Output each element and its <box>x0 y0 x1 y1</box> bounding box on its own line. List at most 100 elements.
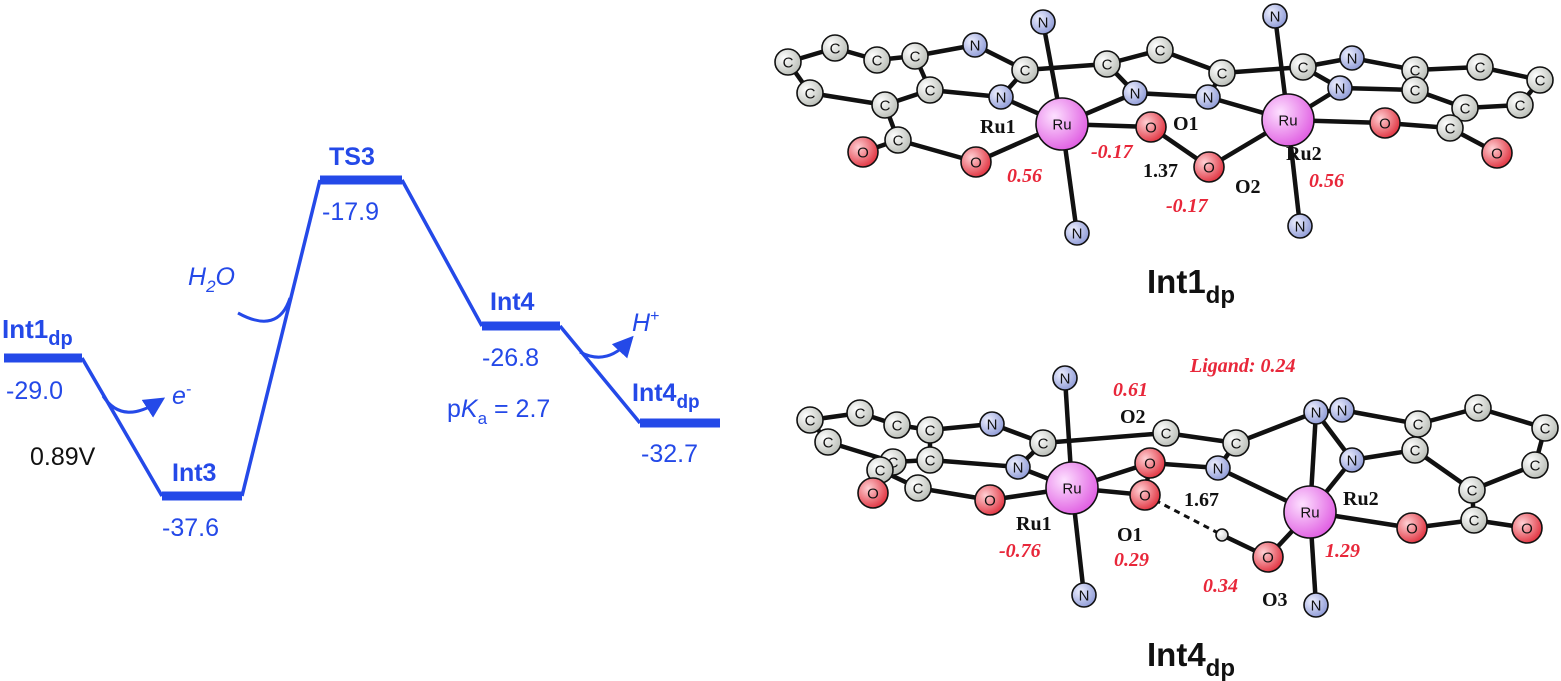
int4dp-atom-c17: C <box>1401 436 1429 464</box>
svg-text:N: N <box>996 90 1007 107</box>
svg-text:N: N <box>1270 9 1281 26</box>
spin-o3-bottom: 0.34 <box>1203 575 1238 597</box>
int1dp-atom-na1: N <box>1030 9 1056 35</box>
int4dp-atom-c13: C <box>1404 410 1432 438</box>
int1dp-atom-c5: C <box>901 42 929 70</box>
svg-text:C: C <box>830 41 841 58</box>
svg-text:N: N <box>1347 453 1358 470</box>
int4dp-atom-o4a: O <box>1511 512 1543 544</box>
level-name-ts3: TS3 <box>329 143 375 171</box>
level-name-int4: Int4 <box>490 288 535 316</box>
label-hbond-bottom: 1.67 <box>1184 489 1219 511</box>
int4dp-atom-n3: N <box>1205 455 1231 481</box>
label-ru2-top: Ru2 <box>1286 143 1322 165</box>
svg-text:N: N <box>1335 81 1346 98</box>
svg-text:C: C <box>872 53 883 70</box>
spin-ru2-bottom: 1.29 <box>1325 540 1360 562</box>
int4dp-atom-c8: C <box>904 474 932 502</box>
int1dp-atom-c17: C <box>1506 91 1534 119</box>
int1dp-atom-nb1: N <box>1262 3 1288 29</box>
int1dp-atom-n3: N <box>1122 80 1148 106</box>
int1dp-atom-c19: C <box>1451 94 1479 122</box>
svg-text:N: N <box>970 38 981 55</box>
int4dp-atom-c9: C <box>866 456 894 484</box>
level-name-int4dp: Int4dp <box>632 379 700 413</box>
int1dp-atom-c16: C <box>1526 66 1554 94</box>
int1dp-atom-n4: N <box>1195 84 1221 110</box>
svg-text:C: C <box>1217 66 1228 83</box>
int1dp-atom-c4: C <box>863 46 891 74</box>
svg-text:C: C <box>1475 60 1486 77</box>
int1dp-atom-c1: C <box>774 48 802 76</box>
int1dp-atom-c12: C <box>1208 59 1236 87</box>
title-int4dp: Int4dp <box>1147 636 1235 681</box>
svg-text:O: O <box>984 493 996 510</box>
svg-text:C: C <box>1515 98 1526 115</box>
svg-text:C: C <box>1530 458 1541 475</box>
int1dp-atom-c7: C <box>871 91 899 119</box>
spin-o1-bottom: 0.29 <box>1114 549 1149 571</box>
proton-arrow <box>579 335 634 359</box>
svg-text:O: O <box>1406 521 1418 538</box>
svg-text:C: C <box>910 49 921 66</box>
molecule-int1dp-labels: Ru1 Ru2 O1 O2 1.37 0.56 0.56 -0.17 -0.17… <box>980 113 1344 309</box>
svg-text:N: N <box>1311 405 1322 422</box>
int1dp-atom-c8: C <box>884 126 912 154</box>
int4dp-bond-14 <box>929 457 1019 470</box>
svg-text:C: C <box>1535 73 1546 90</box>
svg-text:C: C <box>1161 426 1172 443</box>
int4dp-atom-n4: N <box>1329 397 1355 423</box>
svg-text:C: C <box>1540 421 1551 438</box>
svg-text:O: O <box>1379 116 1391 133</box>
svg-text:C: C <box>1020 63 1031 80</box>
proton-label: H+ <box>632 308 659 337</box>
int4dp-atom-n2: N <box>1005 454 1031 480</box>
label-ru1-top: Ru1 <box>980 116 1016 138</box>
level-value-int4: -26.8 <box>482 344 539 372</box>
svg-text:O: O <box>857 145 869 162</box>
svg-text:C: C <box>855 406 866 423</box>
svg-text:C: C <box>1410 63 1421 80</box>
int4dp-atom-o2a: O <box>974 484 1006 516</box>
svg-text:C: C <box>1231 436 1242 453</box>
spin-ru1-top: 0.56 <box>1007 165 1042 187</box>
svg-text:C: C <box>805 413 816 430</box>
water-label: H2O <box>188 263 235 296</box>
int1dp-atom-c18: C <box>1401 76 1429 104</box>
label-bond-oo-top: 1.37 <box>1143 160 1178 182</box>
int4dp-atom-c11: C <box>1152 419 1180 447</box>
svg-text:C: C <box>888 455 899 472</box>
energy-profile: Int1dp Int3 TS3 Int4 Int4dp -29.0 -37.6 … <box>2 143 720 542</box>
int1dp-atom-c6: C <box>916 76 944 104</box>
svg-text:N: N <box>1213 461 1224 478</box>
connector-int3-ts3 <box>240 179 322 497</box>
svg-text:O: O <box>1203 160 1215 177</box>
int4dp-atom-c10: C <box>1029 429 1057 457</box>
pka-label: pKa = 2.7 <box>447 395 550 428</box>
svg-text:C: C <box>893 133 904 150</box>
svg-text:N: N <box>987 417 998 434</box>
svg-text:C: C <box>783 55 794 72</box>
label-o2-bottom: O2 <box>1120 406 1146 428</box>
int4dp-atom-c16: C <box>1521 451 1549 479</box>
int4dp-atom-c19: C <box>1460 506 1488 534</box>
svg-text:C: C <box>823 435 834 452</box>
svg-text:O: O <box>970 155 982 172</box>
spin-o2-bottom: 0.61 <box>1113 379 1148 401</box>
svg-text:N: N <box>1130 86 1141 103</box>
int4dp-atom-nb2: N <box>1303 592 1329 618</box>
int1dp-atom-c3: C <box>821 34 849 62</box>
int1dp-atom-c14: C <box>1401 56 1429 84</box>
svg-text:Ru: Ru <box>1278 113 1297 130</box>
svg-text:Ru: Ru <box>1052 117 1071 134</box>
int4dp-atom-o2: O <box>1134 447 1166 479</box>
int1dp-atom-n2: N <box>988 84 1014 110</box>
svg-text:C: C <box>892 418 903 435</box>
int4dp-atom-o1: O <box>1129 479 1161 511</box>
int1dp-atom-c11: C <box>1146 36 1174 64</box>
int1dp-atom-c9: C <box>1011 56 1039 84</box>
label-ru2-bottom: Ru2 <box>1343 488 1379 510</box>
int1dp-atom-n6: N <box>1327 75 1353 101</box>
svg-text:N: N <box>1038 15 1049 32</box>
